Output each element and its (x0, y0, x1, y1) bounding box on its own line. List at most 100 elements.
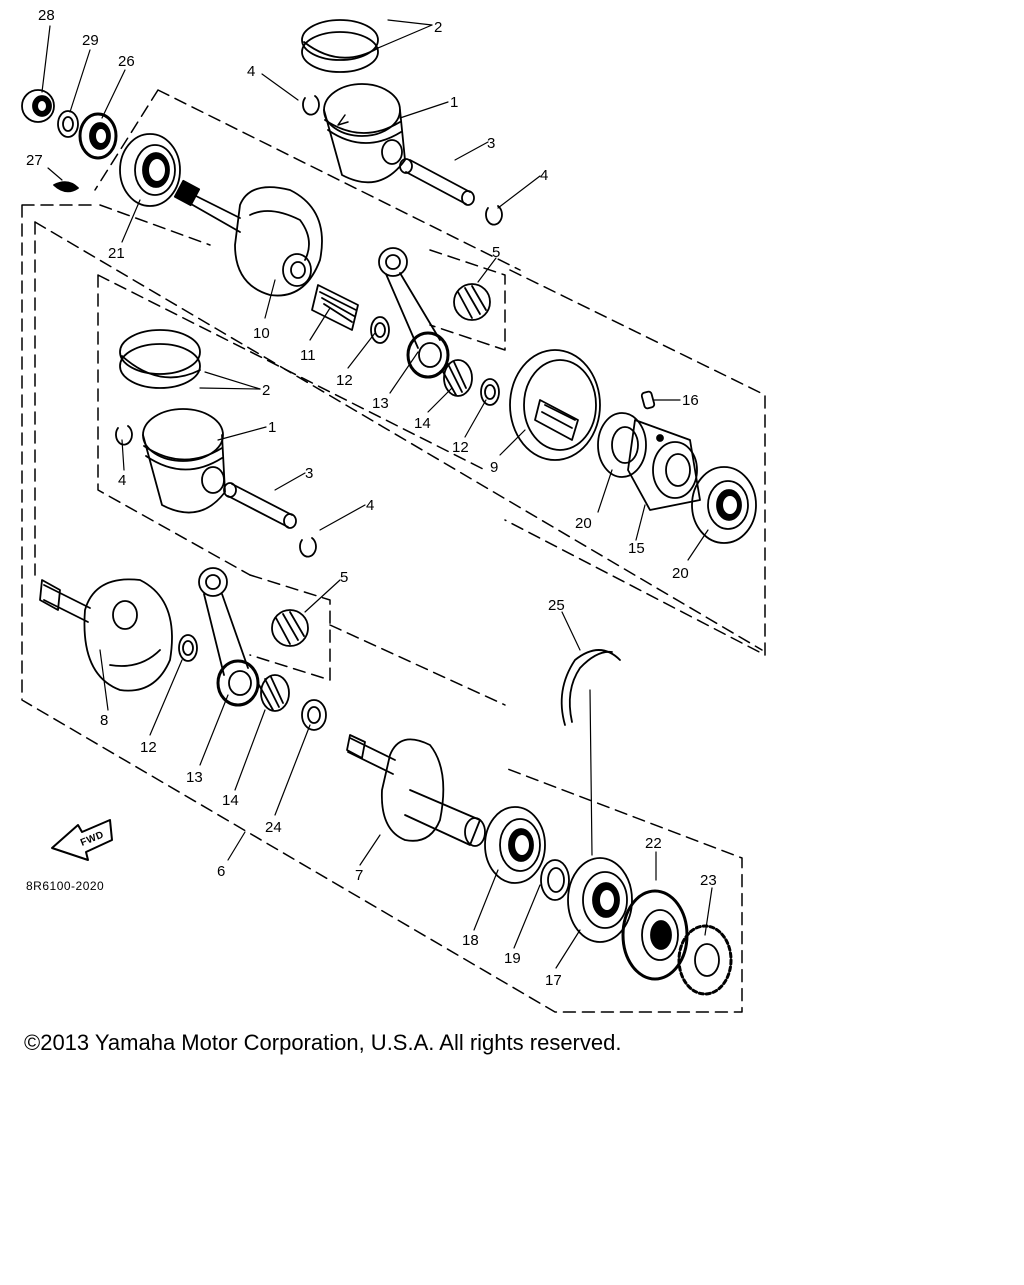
leader-25 (561, 611, 581, 651)
callout-1b: 1 (268, 419, 276, 436)
bearing-18-icon (485, 807, 545, 883)
callout-10: 10 (253, 325, 270, 342)
leader-1b (217, 426, 267, 441)
callout-14b: 14 (222, 792, 239, 809)
leader-14b (234, 709, 266, 791)
needle-bearing-5b-icon (272, 610, 308, 646)
oil-seal-26-icon (80, 114, 116, 158)
callout-19: 19 (504, 950, 521, 967)
crank-web-7-icon (347, 735, 485, 846)
leader-19 (513, 884, 541, 949)
leader-13a (389, 351, 419, 394)
callout-29: 29 (82, 32, 99, 49)
leader-12a (347, 332, 376, 369)
circlip-4c-icon (116, 426, 132, 445)
callout-14a: 14 (414, 415, 431, 432)
woodruff-key-27-icon (54, 182, 78, 191)
callout-27: 27 (26, 152, 43, 169)
upper-cylinder-outline (94, 89, 521, 271)
callout-7: 7 (355, 867, 363, 884)
copyright-notice: ©2013 Yamaha Motor Corporation, U.S.A. A… (24, 1030, 622, 1055)
callout-3b: 3 (305, 465, 313, 482)
callout-20a: 20 (575, 515, 592, 532)
leader-7 (359, 834, 381, 866)
callout-5a: 5 (492, 244, 500, 261)
callout-12a: 12 (336, 372, 353, 389)
callout-9: 9 (490, 459, 498, 476)
leader-13b (199, 694, 229, 766)
callout-20b: 20 (672, 565, 689, 582)
callout-4c: 4 (118, 472, 126, 489)
leader-2b1 (204, 371, 261, 390)
callout-22: 22 (645, 835, 662, 852)
circlip-4d-icon (300, 538, 316, 557)
piston-pin-3a-icon (400, 159, 474, 205)
callout-21: 21 (108, 245, 125, 262)
leader-27 (47, 167, 63, 181)
circlip-4b-icon (486, 206, 502, 225)
leader-21 (121, 199, 141, 243)
dowel-pin-16-icon (641, 391, 655, 409)
leader-4a (261, 73, 299, 101)
leader-4d (319, 504, 366, 531)
leader-5b (304, 579, 341, 613)
callout-11: 11 (300, 347, 316, 364)
leader-4b (497, 175, 541, 209)
spacer-19-icon (541, 860, 569, 900)
callout-17: 17 (545, 972, 562, 989)
callout-24: 24 (265, 819, 282, 836)
needle-bearing-5a-icon (454, 284, 490, 320)
washer-12a-icon (371, 317, 389, 343)
callout-4d: 4 (366, 497, 374, 514)
needle-bearing-14a-icon (442, 360, 472, 396)
callout-labels: 28 29 26 27 21 10 11 12 13 14 12 9 2 4 1… (26, 7, 717, 989)
piston-rings-2a-icon (302, 20, 378, 72)
crankshaft-assembly-outline (21, 204, 743, 1013)
oil-seal-22-icon (623, 891, 687, 979)
lock-washer-29-icon (58, 111, 78, 137)
needle-bearing-14b-icon (259, 675, 289, 711)
piston-1a-icon (324, 84, 405, 182)
leader-26 (101, 69, 126, 119)
callout-15: 15 (628, 540, 645, 557)
leader-1a (399, 101, 449, 119)
leader-9 (499, 429, 526, 456)
diagram-code: 8R6100-2020 (26, 879, 104, 893)
callout-3a: 3 (487, 135, 495, 152)
callout-2b: 2 (262, 382, 270, 399)
leader-11 (309, 307, 331, 341)
crank-web-8-icon (40, 579, 172, 690)
leader-28 (41, 25, 51, 93)
washer-12b-icon (481, 379, 499, 405)
sprocket-23-icon (679, 926, 731, 994)
piston-rings-2b-icon (120, 330, 200, 388)
leader-25b (589, 689, 593, 856)
callout-16: 16 (682, 392, 699, 409)
crank-web-9-icon (510, 350, 600, 460)
leader-15 (635, 504, 646, 541)
callout-4a: 4 (247, 63, 255, 80)
leader-5a (477, 257, 497, 283)
connecting-rod-13b-icon (199, 568, 258, 705)
callout-25: 25 (548, 597, 565, 614)
callout-12c: 12 (140, 739, 157, 756)
callout-13b: 13 (186, 769, 203, 786)
leader-6 (227, 831, 246, 861)
circlip-4a-icon (303, 96, 319, 115)
crank-pin-11-icon (312, 285, 358, 330)
callout-26: 26 (118, 53, 135, 70)
leader-3a (454, 141, 489, 161)
leader-12c (149, 659, 183, 736)
leader-17 (555, 929, 581, 969)
callout-6: 6 (217, 863, 225, 880)
nut-28-icon (22, 90, 54, 122)
leader-20a (597, 469, 613, 513)
callout-2a: 2 (434, 19, 442, 36)
piston-1b-icon (143, 409, 225, 513)
center-section-outline (504, 269, 766, 656)
forward-arrow-icon: FWD (51, 819, 113, 861)
callout-28: 28 (38, 7, 55, 24)
leader-29 (69, 49, 91, 113)
washer-24-icon (302, 700, 326, 730)
